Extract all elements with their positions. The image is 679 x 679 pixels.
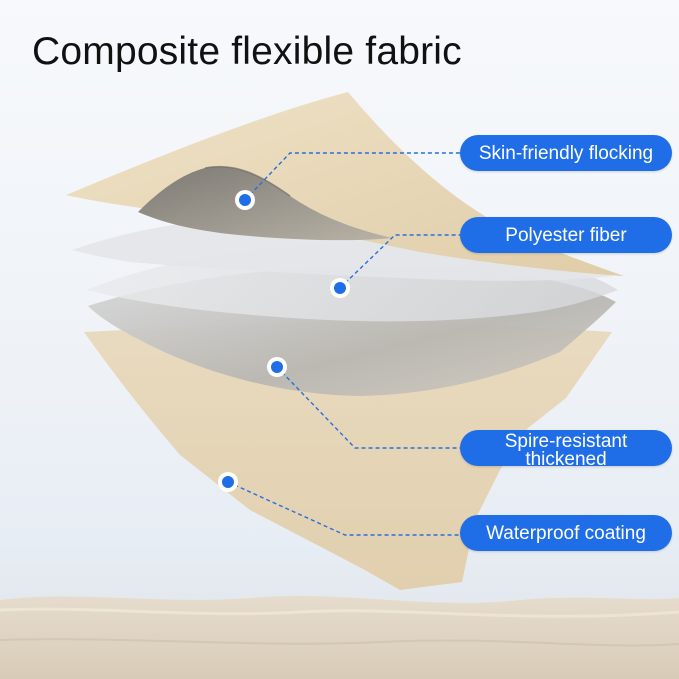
label-text: Spire-resistant thickened xyxy=(504,431,628,466)
label-text: Polyester fiber xyxy=(505,224,627,246)
label-waterproof-coating: Waterproof coating xyxy=(460,515,672,551)
leader-line-waterproof xyxy=(227,481,462,536)
marker-polyester xyxy=(330,278,350,298)
leader-line-polyester xyxy=(339,234,462,289)
marker-waterproof xyxy=(218,472,238,492)
marker-flocking xyxy=(235,190,255,210)
label-text: Waterproof coating xyxy=(486,522,646,544)
label-polyester-fiber: Polyester fiber xyxy=(460,217,672,253)
page-title: Composite flexible fabric xyxy=(32,30,462,73)
marker-spire xyxy=(267,357,287,377)
leader-line-flocking xyxy=(244,152,462,201)
flocking-underside-flap xyxy=(138,166,392,241)
bottom-fabric-surface xyxy=(0,596,679,679)
leader-line-spire xyxy=(276,366,462,449)
label-spire-resistant-thickened: Spire-resistant thickened xyxy=(460,430,672,466)
label-skin-friendly-flocking: Skin-friendly flocking xyxy=(460,135,672,171)
label-text: Skin-friendly flocking xyxy=(478,142,654,164)
waterproof-coating-layer xyxy=(84,318,612,590)
